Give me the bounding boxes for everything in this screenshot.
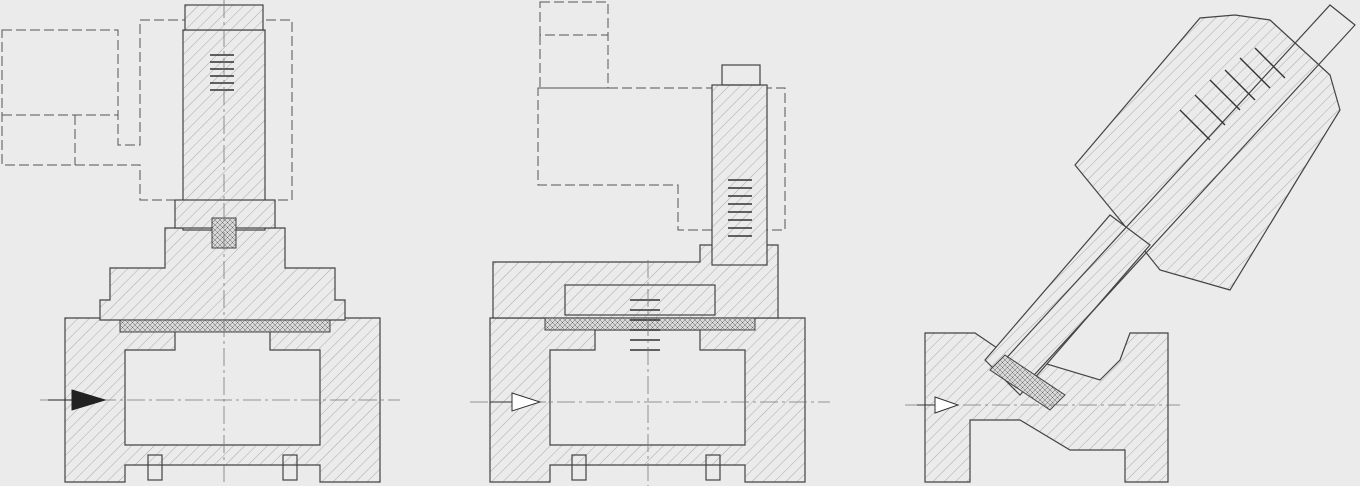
- spring: [728, 179, 752, 237]
- diaphragm: [119, 319, 331, 333]
- bonnet: [492, 244, 779, 319]
- stem-guide: [984, 214, 1151, 396]
- piston: [564, 284, 716, 316]
- body: [489, 317, 806, 483]
- spring: [210, 54, 234, 91]
- armature-tube: [711, 84, 768, 266]
- body: [64, 317, 381, 483]
- actuator-housing: [1074, 14, 1341, 291]
- seat-seal: [989, 354, 1066, 411]
- cap: [721, 64, 761, 86]
- valve-left: [1, 0, 400, 486]
- valve-middle: [470, 1, 830, 486]
- valve-right: [905, 4, 1356, 483]
- plug: [282, 454, 298, 481]
- plug: [571, 454, 587, 481]
- bonnet: [99, 227, 346, 321]
- connector-outline: [2, 114, 118, 165]
- flow-arrow-icon: [917, 396, 960, 414]
- plug: [147, 454, 163, 481]
- plug: [705, 454, 721, 481]
- flow-arrow-icon: [48, 389, 107, 411]
- spring: [630, 299, 660, 351]
- coil-outline: [537, 1, 786, 231]
- spring: [1179, 47, 1286, 141]
- flow-arrow-icon: [490, 392, 542, 412]
